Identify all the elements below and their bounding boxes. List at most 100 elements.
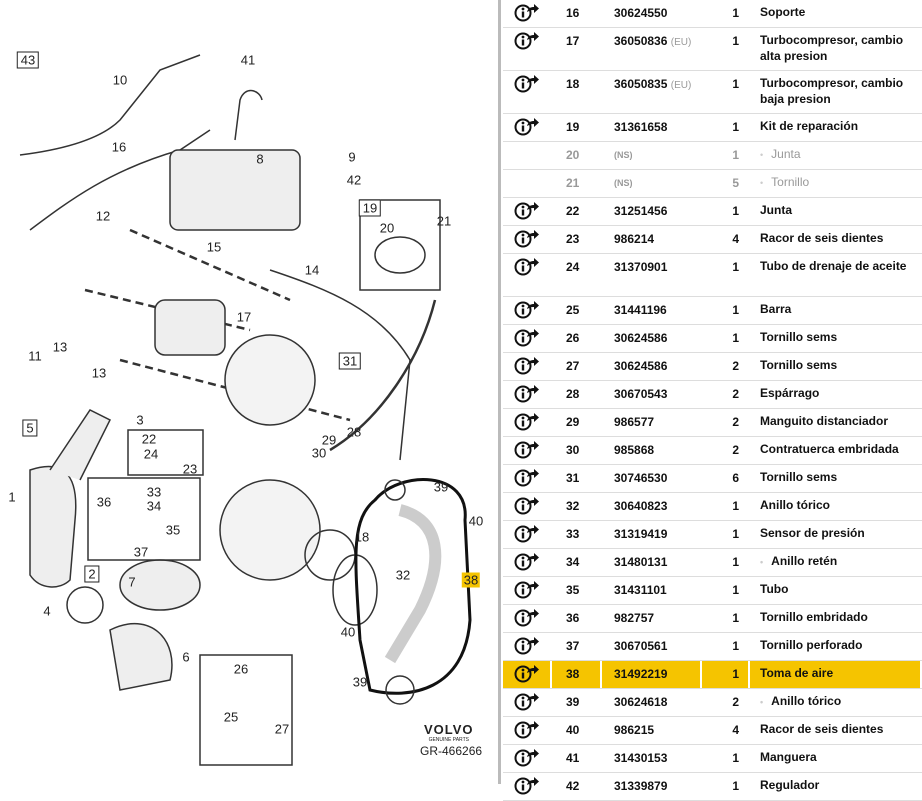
- panel-divider[interactable]: [498, 0, 501, 784]
- info-link-icon[interactable]: [503, 577, 552, 604]
- callout-34[interactable]: 34: [146, 498, 162, 514]
- info-link-icon[interactable]: [503, 689, 552, 716]
- callout-6[interactable]: 6: [182, 649, 190, 665]
- info-link-icon[interactable]: [503, 254, 552, 296]
- info-link-icon[interactable]: [503, 198, 552, 225]
- callout-9[interactable]: 9: [348, 149, 356, 165]
- callout-10[interactable]: 10: [112, 72, 128, 88]
- part-number[interactable]: 31492219: [614, 667, 668, 681]
- table-row[interactable]: 39 30624618 2 Anillo tórico: [503, 689, 922, 717]
- callout-4[interactable]: 4: [43, 603, 51, 619]
- callout-20[interactable]: 20: [379, 220, 395, 236]
- part-number[interactable]: 986215: [614, 723, 655, 737]
- table-row[interactable]: 36 982757 1 Tornillo embridado: [503, 605, 922, 633]
- callout-27[interactable]: 27: [274, 721, 290, 737]
- callout-13[interactable]: 13: [91, 365, 107, 381]
- callout-17[interactable]: 17: [236, 309, 252, 325]
- info-link-icon[interactable]: [503, 0, 552, 27]
- callout-33[interactable]: 33: [146, 484, 162, 500]
- part-number[interactable]: 31361658: [614, 120, 668, 134]
- info-link-icon[interactable]: [503, 773, 552, 800]
- part-number[interactable]: 31339879: [614, 779, 668, 793]
- table-row[interactable]: 19 31361658 1 Kit de reparación: [503, 114, 922, 142]
- table-row[interactable]: 38 31492219 1 Toma de aire: [503, 661, 922, 689]
- info-link-icon[interactable]: [503, 437, 552, 464]
- part-number[interactable]: 30624586: [614, 359, 668, 373]
- info-link-icon[interactable]: [503, 71, 552, 113]
- callout-39[interactable]: 39: [433, 479, 449, 495]
- callout-12[interactable]: 12: [95, 208, 111, 224]
- callout-8[interactable]: 8: [256, 151, 264, 167]
- callout-43[interactable]: 43: [16, 51, 40, 69]
- table-row[interactable]: 32 30640823 1 Anillo tórico: [503, 493, 922, 521]
- info-link-icon[interactable]: [503, 325, 552, 352]
- callout-16[interactable]: 16: [111, 139, 127, 155]
- callout-36[interactable]: 36: [96, 494, 112, 510]
- callout-28[interactable]: 28: [346, 424, 362, 440]
- info-link-icon[interactable]: [503, 297, 552, 324]
- table-row[interactable]: 41 31430153 1 Manguera: [503, 745, 922, 773]
- info-link-icon[interactable]: [503, 633, 552, 660]
- callout-42[interactable]: 42: [346, 172, 362, 188]
- table-row[interactable]: 26 30624586 1 Tornillo sems: [503, 325, 922, 353]
- table-row[interactable]: 16 30624550 1 Soporte: [503, 0, 922, 28]
- part-number[interactable]: 30624586: [614, 331, 668, 345]
- table-row[interactable]: 35 31431101 1 Tubo: [503, 577, 922, 605]
- callout-40[interactable]: 40: [340, 624, 356, 640]
- callout-3[interactable]: 3: [136, 412, 144, 428]
- table-row[interactable]: 28 30670543 2 Espárrago: [503, 381, 922, 409]
- part-number[interactable]: 31319419: [614, 527, 668, 541]
- part-number[interactable]: 31480131: [614, 555, 668, 569]
- table-row[interactable]: 18 36050835 (EU) 1 Turbocompresor, cambi…: [503, 71, 922, 114]
- info-link-icon[interactable]: [503, 465, 552, 492]
- table-row[interactable]: 29 986577 2 Manguito distanciador: [503, 409, 922, 437]
- table-row[interactable]: 37 30670561 1 Tornillo perforado: [503, 633, 922, 661]
- part-number[interactable]: 31430153: [614, 751, 668, 765]
- table-row[interactable]: 21 (NS) 5 Tornillo: [503, 170, 922, 198]
- callout-15[interactable]: 15: [206, 239, 222, 255]
- callout-25[interactable]: 25: [223, 709, 239, 725]
- part-number[interactable]: 30624618: [614, 695, 668, 709]
- callout-40[interactable]: 40: [468, 513, 484, 529]
- part-number[interactable]: 986577: [614, 415, 655, 429]
- info-link-icon[interactable]: [503, 493, 552, 520]
- info-link-icon[interactable]: [503, 605, 552, 632]
- part-number[interactable]: 31370901: [614, 260, 668, 274]
- part-number[interactable]: 30624550: [614, 6, 668, 20]
- callout-1[interactable]: 1: [8, 489, 16, 505]
- info-link-icon[interactable]: [503, 717, 552, 744]
- callout-38[interactable]: 38: [461, 572, 481, 588]
- info-link-icon[interactable]: [503, 409, 552, 436]
- callout-2[interactable]: 2: [84, 565, 100, 583]
- part-number[interactable]: 986214: [614, 232, 655, 246]
- callout-41[interactable]: 41: [240, 52, 256, 68]
- part-number[interactable]: 30670561: [614, 639, 668, 653]
- callout-24[interactable]: 24: [143, 446, 159, 462]
- callout-21[interactable]: 21: [436, 213, 452, 229]
- info-link-icon[interactable]: [503, 381, 552, 408]
- info-link-icon[interactable]: [503, 114, 552, 141]
- info-link-icon[interactable]: [503, 745, 552, 772]
- table-row[interactable]: 20 (NS) 1 Junta: [503, 142, 922, 170]
- callout-32[interactable]: 32: [395, 567, 411, 583]
- callout-18[interactable]: 18: [354, 529, 370, 545]
- info-link-icon[interactable]: [503, 661, 552, 688]
- table-row[interactable]: 27 30624586 2 Tornillo sems: [503, 353, 922, 381]
- part-number[interactable]: 31441196: [614, 303, 667, 317]
- callout-19[interactable]: 19: [358, 199, 382, 217]
- callout-11[interactable]: 11: [28, 348, 42, 364]
- table-row[interactable]: 33 31319419 1 Sensor de presión: [503, 521, 922, 549]
- part-number[interactable]: 985868: [614, 443, 655, 457]
- callout-14[interactable]: 14: [304, 262, 320, 278]
- table-row[interactable]: 31 30746530 6 Tornillo sems: [503, 465, 922, 493]
- info-link-icon[interactable]: [503, 28, 552, 70]
- part-number[interactable]: 36050836: [614, 34, 668, 48]
- part-number[interactable]: 30746530: [614, 471, 668, 485]
- part-number[interactable]: 982757: [614, 611, 655, 625]
- info-link-icon[interactable]: [503, 353, 552, 380]
- table-row[interactable]: 30 985868 2 Contratuerca embridada: [503, 437, 922, 465]
- callout-39[interactable]: 39: [352, 674, 368, 690]
- callout-37[interactable]: 37: [133, 544, 149, 560]
- callout-29[interactable]: 29: [321, 432, 337, 448]
